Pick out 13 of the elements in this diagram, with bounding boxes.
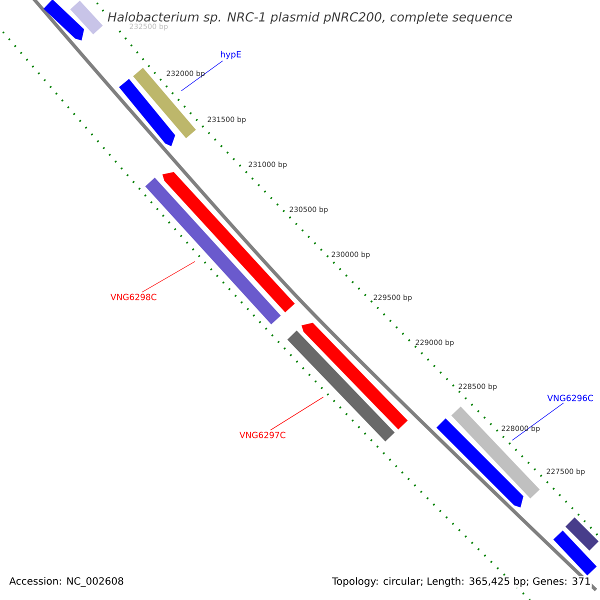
- gene-bar: [287, 330, 395, 442]
- gene-label: VNG6298C: [110, 294, 156, 300]
- gene-label: VNG6297C: [240, 432, 286, 438]
- leader-line: [512, 402, 564, 441]
- leader-line: [270, 396, 324, 430]
- gene-label: VNG6296C: [547, 394, 594, 402]
- gene-bar: [133, 68, 196, 138]
- gene-label: hypE: [220, 50, 241, 60]
- gene-bar: [451, 406, 540, 498]
- footer-text: Accession: NC_002608: [8, 576, 125, 588]
- footer-text: Topology: circular; Length: 365,425 bp; Genes: 371: [331, 576, 592, 588]
- leader-line: [180, 60, 223, 92]
- leader-line: [142, 261, 196, 292]
